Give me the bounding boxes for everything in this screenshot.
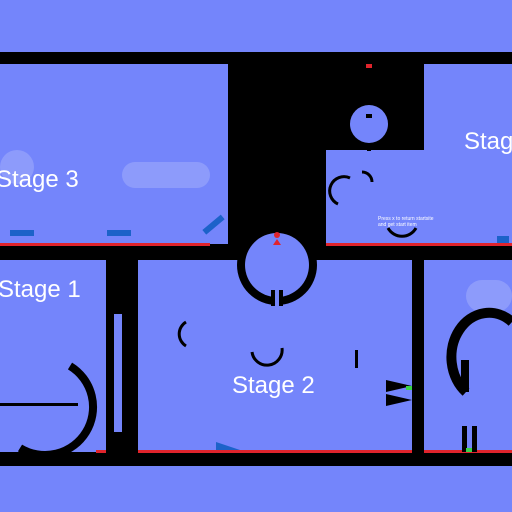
- arc: [361, 170, 374, 183]
- arc: [386, 227, 418, 238]
- cloud: [0, 150, 34, 184]
- gate: [386, 380, 412, 392]
- arc: [250, 347, 284, 367]
- cloud: [466, 280, 512, 312]
- ledge: [0, 403, 78, 406]
- goal-marker: [466, 448, 472, 452]
- arc: [328, 175, 351, 206]
- dome: [446, 307, 512, 396]
- hint-line-2: and get start item: [378, 222, 417, 228]
- window: [114, 314, 122, 432]
- stage-4-room-upper: [424, 64, 512, 154]
- hub-room: [245, 233, 309, 297]
- stage-4-room-lower: [326, 150, 512, 244]
- dome-pillar: [461, 360, 469, 392]
- pillar: [472, 426, 477, 452]
- post: [355, 350, 358, 368]
- cloud: [122, 162, 210, 188]
- floor: [0, 243, 210, 246]
- stage-5-room: [424, 260, 512, 452]
- arc: [177, 320, 187, 348]
- hub-gap: [273, 292, 281, 306]
- hint-text: Press x to return startsite and get star…: [378, 216, 434, 228]
- ramp: [216, 442, 240, 450]
- stage-3-room: [0, 64, 228, 244]
- hint-line-1: Press x to return startsite: [378, 216, 434, 222]
- stage-4-label: Stage: [464, 128, 512, 155]
- player-dot: [274, 232, 280, 238]
- stage-3-label: Stage 3: [0, 166, 79, 193]
- tower-bubble: [350, 105, 388, 143]
- tower-neck: [367, 143, 371, 151]
- stage-1-label: Stage 1: [0, 276, 81, 303]
- platform: [10, 230, 34, 236]
- ground-band: [0, 466, 512, 512]
- tower-shaft: [367, 64, 371, 100]
- platform: [107, 230, 131, 236]
- round-pit: [17, 362, 98, 459]
- player-marker: [273, 239, 281, 245]
- wall: [122, 296, 128, 452]
- floor: [138, 450, 412, 453]
- wall: [106, 300, 114, 452]
- hub-pillar: [271, 290, 275, 306]
- floor: [326, 243, 512, 246]
- pillar: [462, 426, 467, 452]
- stage-2-label: Stage 2: [232, 372, 315, 399]
- ramp: [202, 214, 225, 235]
- floor: [96, 450, 106, 453]
- hub-pillar: [279, 290, 283, 306]
- goal-marker: [406, 386, 412, 390]
- platform: [497, 236, 509, 244]
- tower-top: [366, 64, 372, 68]
- tower-slot: [366, 114, 372, 118]
- gate: [386, 394, 412, 406]
